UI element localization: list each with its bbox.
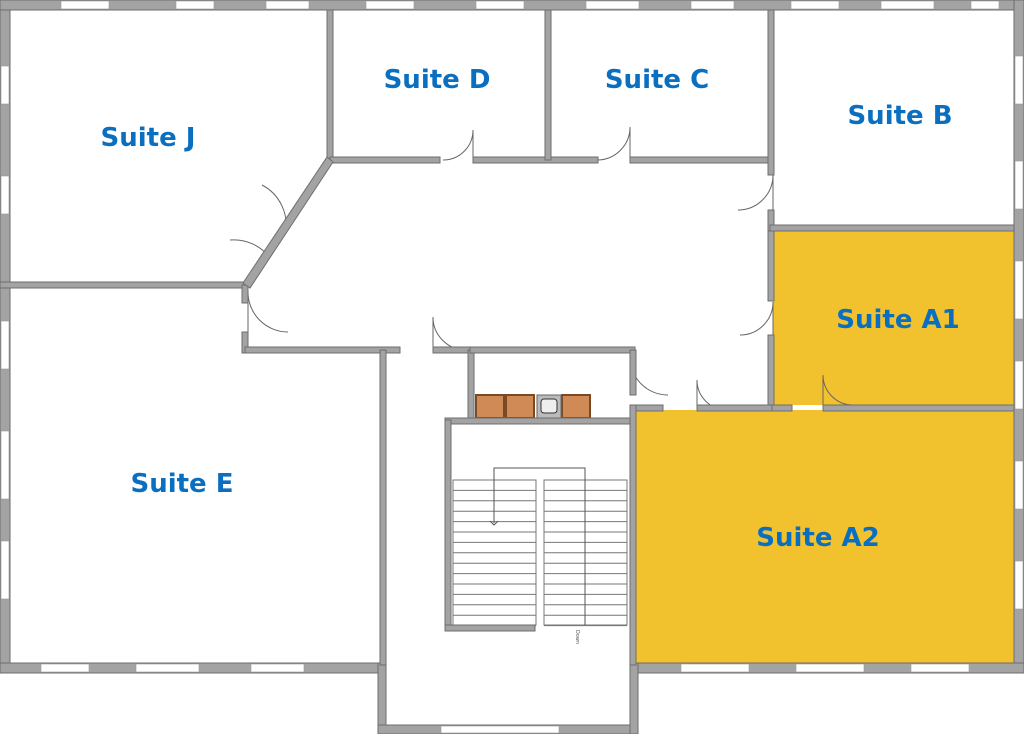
window [585, 0, 640, 10]
wall [469, 346, 636, 354]
cabinet [505, 394, 535, 419]
door-swing [596, 126, 631, 161]
wall [629, 404, 637, 666]
wall [0, 281, 246, 289]
wall [769, 224, 1015, 232]
wall-diagonal [242, 156, 334, 289]
wall [444, 417, 631, 425]
wall [244, 346, 401, 354]
wall [467, 349, 475, 421]
wall [544, 9, 552, 161]
wall [767, 230, 775, 302]
sink-basin [540, 398, 558, 414]
window [365, 0, 415, 10]
suite-a2-label[interactable]: Suite A2 [756, 523, 880, 553]
door-swing [442, 129, 474, 161]
stair-direction-arrow [489, 467, 586, 625]
window [40, 663, 90, 673]
window [175, 0, 215, 10]
window [0, 175, 10, 215]
stairs-down-label: Down [574, 630, 580, 645]
window [970, 0, 1000, 10]
window [690, 0, 735, 10]
window [0, 320, 10, 370]
door-swing [737, 174, 774, 211]
window [1014, 360, 1024, 410]
window [440, 725, 560, 734]
wall [822, 404, 1015, 412]
suite-a2-area [635, 410, 1014, 663]
suite-b-label[interactable]: Suite B [847, 101, 953, 131]
suite-e-label[interactable]: Suite E [130, 469, 234, 499]
wall [377, 662, 387, 734]
window [1014, 160, 1024, 210]
suite-a1-area [773, 231, 1014, 405]
door-swing [432, 316, 467, 351]
suite-j-label[interactable]: Suite J [100, 123, 196, 153]
suite-a1-label[interactable]: Suite A1 [836, 305, 960, 335]
window [880, 0, 935, 10]
window [1014, 460, 1024, 510]
window [0, 540, 10, 600]
window [135, 663, 200, 673]
door-swing [247, 291, 289, 333]
wall [629, 662, 639, 734]
wall [444, 624, 536, 632]
suite-c-label[interactable]: Suite C [604, 65, 710, 95]
cabinet [475, 394, 505, 419]
suite-d-label[interactable]: Suite D [383, 65, 491, 95]
wall [326, 9, 334, 161]
wall [444, 419, 452, 631]
wall [769, 404, 793, 412]
wall [472, 156, 599, 164]
window [250, 663, 305, 673]
window [265, 0, 310, 10]
wall [629, 349, 637, 396]
door-swing [822, 374, 854, 406]
cabinet [561, 394, 591, 419]
wall [696, 404, 773, 412]
double-door-swing [229, 184, 287, 259]
window [1014, 260, 1024, 320]
wall [629, 156, 774, 164]
window [0, 65, 10, 105]
window [795, 663, 865, 673]
window [475, 0, 525, 10]
window [1014, 560, 1024, 610]
window [1014, 55, 1024, 105]
window [790, 0, 840, 10]
window [0, 430, 10, 500]
window [60, 0, 110, 10]
wall [329, 156, 441, 164]
wall [241, 284, 249, 304]
window [910, 663, 970, 673]
wall [379, 349, 387, 666]
wall [767, 9, 775, 176]
wall [767, 334, 775, 411]
door-swing [739, 301, 774, 336]
window [680, 663, 750, 673]
